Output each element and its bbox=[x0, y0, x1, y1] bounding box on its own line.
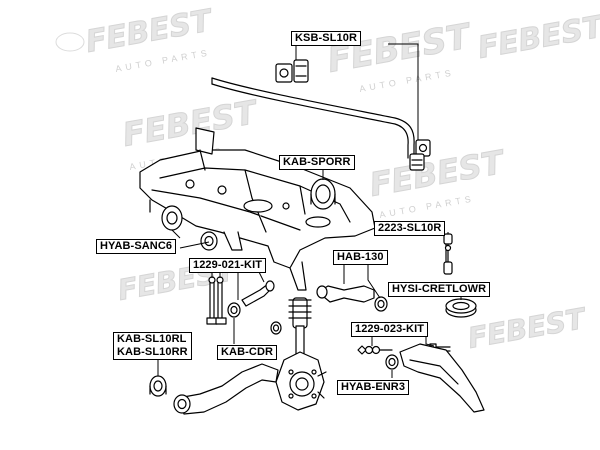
watermark-brand: FEBEST bbox=[465, 302, 589, 355]
rear-subframe bbox=[139, 127, 376, 291]
stabilizer-bushing-right bbox=[409, 139, 431, 171]
watermark-mid-right: FEBEST AUTO PARTS bbox=[366, 142, 509, 220]
part-number: HAB-130 bbox=[337, 251, 384, 263]
stabilizer-bar bbox=[211, 77, 415, 159]
part-label-hab-130[interactable]: HAB-130 bbox=[333, 250, 388, 265]
spring-seat-insulator bbox=[445, 298, 477, 318]
lower-control-arm bbox=[399, 343, 485, 413]
stabilizer-bushing-left bbox=[275, 59, 309, 83]
part-number: HYAB-ENR3 bbox=[341, 381, 406, 393]
leader-lines bbox=[157, 43, 462, 378]
part-number: KAB-SPORR bbox=[283, 156, 351, 168]
part-number: HYSI-CRETLOWR bbox=[392, 283, 487, 295]
bushing-kab-sl10r bbox=[149, 375, 167, 397]
bolt-kit-1229-021 bbox=[206, 276, 227, 325]
trailing-arm bbox=[173, 363, 279, 415]
part-number: KSB-SL10R bbox=[295, 32, 358, 44]
part-label-hyab-enr3[interactable]: HYAB-ENR3 bbox=[337, 380, 410, 395]
part-label-kab-cdr[interactable]: KAB-CDR bbox=[217, 345, 278, 360]
bushing-kab-cdr bbox=[227, 302, 241, 318]
bushing-hyab-sanc6-upper bbox=[161, 205, 183, 231]
bushing-hab-130 bbox=[374, 296, 388, 312]
watermark-brand: FEBEST bbox=[475, 9, 600, 66]
part-label-1229-021-kit[interactable]: 1229-021-KIT bbox=[189, 258, 267, 273]
bushing-kab-sporr bbox=[310, 178, 336, 210]
bushing-small-center bbox=[270, 321, 282, 335]
lateral-arm bbox=[241, 280, 275, 307]
watermark-brand: FEBEST bbox=[367, 143, 509, 204]
part-label-kab-sl10rl-rr[interactable]: KAB-SL10RL KAB-SL10RR bbox=[113, 332, 192, 360]
part-number: 2223-SL10R bbox=[378, 222, 442, 234]
part-number: 1229-023-KIT bbox=[355, 323, 425, 335]
part-number-kab-sl10rl: KAB-SL10RL bbox=[117, 333, 187, 345]
part-number: KAB-CDR bbox=[221, 346, 274, 358]
knuckle-hub bbox=[275, 351, 327, 411]
part-number: HYAB-SANC6 bbox=[100, 240, 173, 252]
bushing-hyab-sanc6-lower bbox=[200, 231, 218, 251]
watermark-top-left: FEBEST AUTO PARTS bbox=[55, 3, 217, 74]
part-label-ksb-sl10r[interactable]: KSB-SL10R bbox=[291, 31, 362, 46]
stabilizer-link bbox=[443, 233, 453, 275]
watermark-brand: FEBEST bbox=[120, 93, 262, 154]
watermark-right-edge: FEBEST bbox=[475, 9, 600, 67]
watermark-lower-right: FEBEST bbox=[465, 301, 590, 355]
upper-control-arm bbox=[316, 285, 375, 303]
watermark-top-right: FEBEST AUTO PARTS bbox=[324, 16, 476, 94]
part-number-kab-sl10rr: KAB-SL10RR bbox=[117, 346, 188, 358]
part-label-2223-sl10r[interactable]: 2223-SL10R bbox=[374, 221, 446, 236]
part-label-1229-023-kit[interactable]: 1229-023-KIT bbox=[351, 322, 429, 337]
bushing-hyab-enr3 bbox=[385, 354, 399, 370]
part-label-hysi-cretlowr[interactable]: HYSI-CRETLOWR bbox=[388, 282, 491, 297]
part-label-kab-sporr[interactable]: KAB-SPORR bbox=[279, 155, 355, 170]
part-label-hyab-sanc6[interactable]: HYAB-SANC6 bbox=[96, 239, 177, 254]
part-number: 1229-021-KIT bbox=[193, 259, 263, 271]
